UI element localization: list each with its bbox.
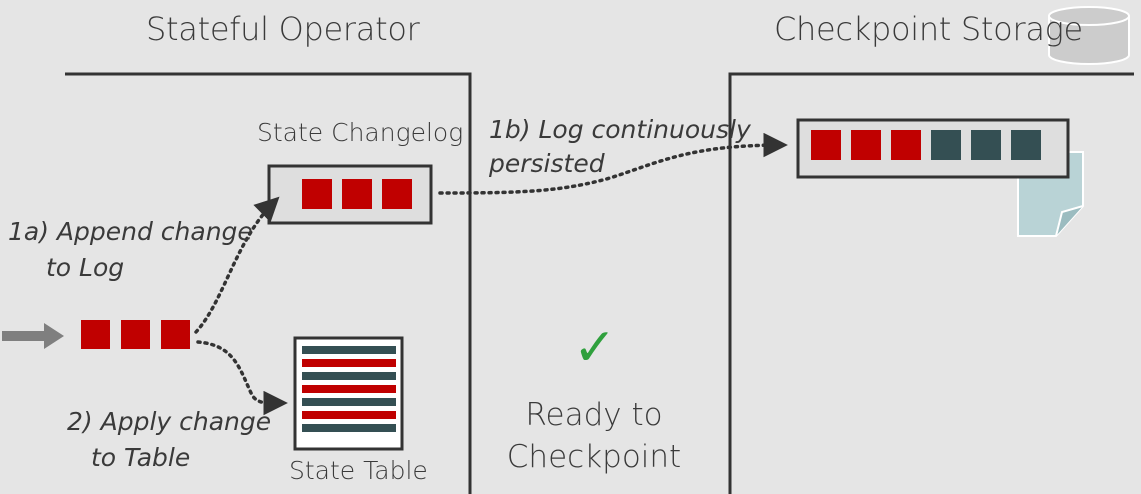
state-table-row [302, 385, 396, 393]
state-table-row [302, 411, 396, 419]
state-table-row [302, 372, 396, 380]
state-table-label: State Table [289, 456, 428, 485]
stateful-operator-title: Stateful Operator [146, 10, 420, 48]
append-to-log-arrow [194, 196, 280, 334]
storage-entry [931, 130, 961, 160]
checkmark-icon: ✓ [573, 318, 617, 378]
storage-entry [851, 130, 881, 160]
state-table-row [302, 424, 396, 432]
checkpoint-storage-frame [728, 72, 1134, 494]
append-step-line2: to Log [46, 253, 125, 282]
persist-step-line2: persisted [489, 149, 605, 178]
state-changelog-label: State Changelog [257, 118, 464, 147]
state-table-row [302, 346, 396, 354]
storage-entry [1011, 130, 1041, 160]
input-arrow-icon [2, 323, 64, 349]
ready-line2: Checkpoint [506, 439, 682, 475]
changelog-entries [302, 179, 412, 209]
incoming-record [121, 320, 150, 349]
storage-entry [811, 130, 841, 160]
stateful-operator-frame [65, 72, 472, 494]
ready-line1: Ready to [525, 397, 663, 433]
persist-log-arrow [438, 132, 788, 195]
incoming-record [161, 320, 190, 349]
changelog-entry [382, 179, 412, 209]
persist-step-line1: 1b) Log continuously [489, 115, 751, 144]
incoming-record [81, 320, 110, 349]
changelog-entry [302, 179, 332, 209]
state-table-row [302, 359, 396, 367]
storage-entries [811, 130, 1041, 160]
incoming-records [81, 320, 190, 349]
apply-step-line2: to Table [91, 443, 191, 472]
storage-entry [891, 130, 921, 160]
append-step-line1: 1a) Append change [8, 217, 253, 246]
state-table-row [302, 398, 396, 406]
state-table-rows [302, 346, 396, 432]
state-table-box [293, 336, 404, 451]
database-icon [1048, 6, 1130, 65]
changelog-entry [342, 179, 372, 209]
checkpoint-storage-title: Checkpoint Storage [774, 10, 1083, 48]
storage-entry [971, 130, 1001, 160]
apply-step-line1: 2) Apply change [67, 407, 272, 436]
apply-to-table-arrow [196, 340, 288, 416]
